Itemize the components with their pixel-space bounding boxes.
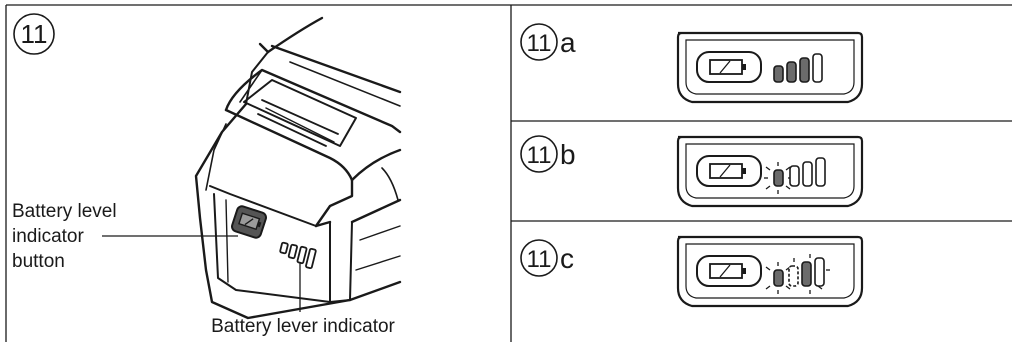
device-illustration [194, 16, 402, 320]
level-segment-icon [814, 257, 825, 287]
battery-icon [709, 263, 746, 279]
level-segment-icon [801, 261, 812, 287]
panel-b: 11 b [520, 135, 864, 208]
battery-icon [709, 59, 746, 75]
battery-button-frame [696, 255, 762, 287]
battery-button-frame [696, 51, 762, 83]
battery-icon [709, 163, 746, 179]
device-level-segments [279, 241, 317, 270]
panel-c-indicator [676, 235, 864, 308]
panel-c-letter: c [560, 243, 574, 274]
callout-button: Battery level indicator button [12, 201, 238, 272]
callout-button-line-1: Battery level [12, 201, 117, 222]
panel-a: 11 a [520, 23, 864, 104]
level-segment-icon [786, 61, 797, 83]
step-number-badge: 11 [13, 13, 55, 55]
step-number: 11 [21, 19, 48, 49]
level-segment-icon [802, 161, 813, 187]
panel-b-indicator [676, 135, 864, 208]
level-segment-icon [788, 265, 799, 287]
panel-b-label: 11 b [520, 135, 576, 173]
callout-button-line-2: indicator [12, 226, 84, 247]
level-segment-icon [773, 269, 784, 287]
panel-a-label: 11 a [520, 23, 576, 61]
panel-b-number: 11 [527, 142, 552, 169]
callout-button-line-3: button [12, 251, 65, 272]
panel-b-letter: b [560, 139, 576, 170]
panel-c-label: 11 c [520, 239, 574, 277]
panel-c: 11 c [520, 235, 864, 308]
callout-indicator-label: Battery lever indicator [211, 316, 395, 337]
callout-indicator: Battery lever indicator [211, 262, 396, 337]
panel-c-number: 11 [527, 246, 552, 273]
device-indicator-button [231, 205, 267, 239]
level-segment-icon [773, 169, 784, 187]
level-segments [773, 53, 823, 83]
level-segment-icon [799, 57, 810, 83]
level-segment-icon [789, 165, 800, 187]
panel-a-indicator [676, 31, 864, 104]
level-segment-icon [815, 157, 826, 187]
frame [5, 4, 1012, 342]
level-segments [773, 257, 825, 287]
level-segment-icon [812, 53, 823, 83]
battery-button-frame [696, 155, 762, 187]
left-panel: 11 [12, 13, 402, 337]
battery-icon [238, 212, 262, 231]
panel-a-number: 11 [527, 30, 552, 57]
level-segments [773, 157, 826, 187]
panel-a-letter: a [560, 27, 576, 58]
level-segment-icon [773, 65, 784, 83]
